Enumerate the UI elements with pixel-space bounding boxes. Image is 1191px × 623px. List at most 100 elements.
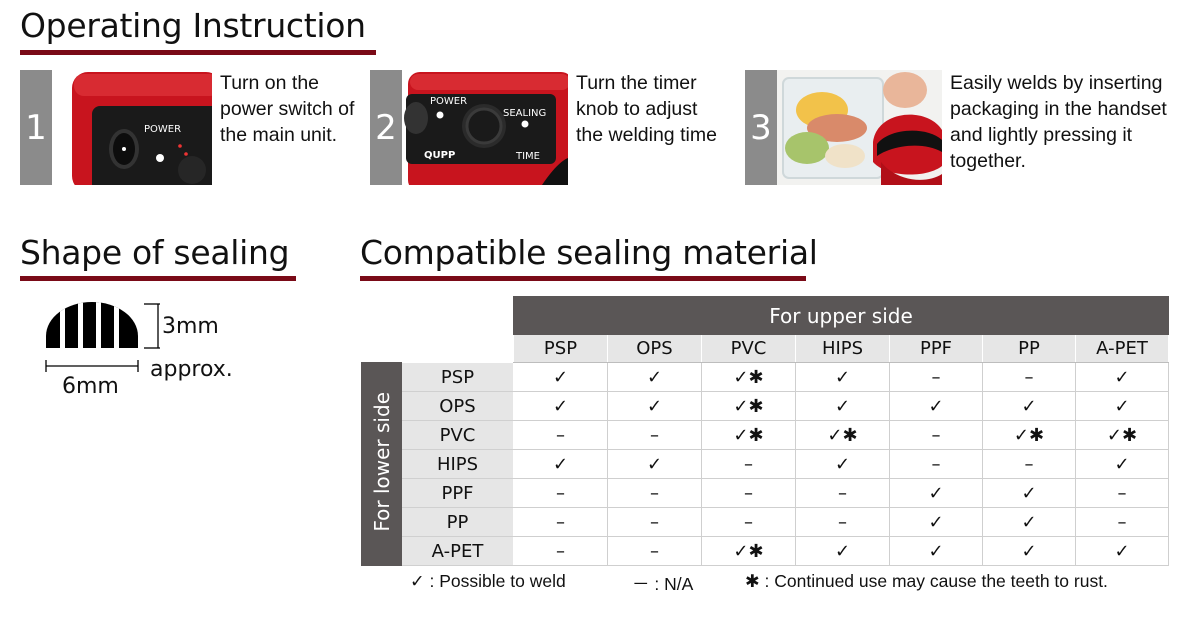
step-2-text: Turn the timer knob to adjust the weldin… xyxy=(576,72,717,146)
compat-cell: – xyxy=(513,478,608,508)
table-row: PP––––✓✓– xyxy=(362,507,1169,537)
compat-cell: ✓ xyxy=(1075,391,1169,421)
step-3-text: Easily welds by inserting packaging in t… xyxy=(950,72,1167,172)
table-row: PPF––––✓✓– xyxy=(362,478,1169,508)
sealing-shape-diagram xyxy=(45,302,160,372)
compat-cell: ✓✱ xyxy=(701,362,796,392)
row-header: A-PET xyxy=(401,536,514,566)
compat-table-wrap: For upper side PSP OPS PVC HIPS PPF PP A… xyxy=(361,296,1169,566)
compat-heading-underline xyxy=(360,276,806,281)
compat-cell: – xyxy=(607,420,702,450)
step-2-photo: POWER SEALING TIME QUPP xyxy=(402,70,568,185)
column-header: OPS xyxy=(607,334,702,363)
compat-cell: – xyxy=(889,420,983,450)
compat-cell: – xyxy=(982,449,1076,479)
handset-packaging-illustration xyxy=(777,70,942,185)
row-header: PVC xyxy=(401,420,514,450)
step-1-photo: POWER xyxy=(52,70,212,185)
svg-text:TIME: TIME xyxy=(515,151,540,162)
compat-cell: ✓ xyxy=(1075,449,1169,479)
compat-cell: – xyxy=(795,507,890,537)
row-header: PSP xyxy=(401,362,514,392)
lower-side-label: For lower side xyxy=(369,392,394,532)
legend-rust: ✱ : Continued use may cause the teeth to… xyxy=(745,571,1108,591)
table-row: PVC––✓✱✓✱–✓✱✓✱ xyxy=(362,420,1169,450)
lower-side-header: For lower side xyxy=(361,362,402,566)
row-header: OPS xyxy=(401,391,514,421)
compat-cell: ✓ xyxy=(607,391,702,421)
legend-na: － : N/A xyxy=(632,574,694,594)
compat-cell: ✓ xyxy=(1075,362,1169,392)
compat-cell: ✓✱ xyxy=(795,420,890,450)
compat-cell: ✓ xyxy=(795,362,890,392)
compat-cell: – xyxy=(1075,507,1169,537)
compat-cell: – xyxy=(513,536,608,566)
compat-cell: – xyxy=(607,478,702,508)
compat-cell: ✓✱ xyxy=(701,420,796,450)
compat-cell: ✓ xyxy=(889,507,983,537)
column-header: HIPS xyxy=(795,334,890,363)
step-2-number: 2 xyxy=(370,70,402,185)
compat-table: For upper side PSP OPS PVC HIPS PPF PP A… xyxy=(361,296,1169,566)
compat-cell: ✓ xyxy=(889,478,983,508)
shape-approx-label: approx. xyxy=(150,357,233,382)
compat-cell: ✓ xyxy=(982,536,1076,566)
compat-cell: – xyxy=(513,420,608,450)
column-header: A-PET xyxy=(1075,334,1169,363)
compat-cell: – xyxy=(889,362,983,392)
table-row: HIPS✓✓–✓––✓ xyxy=(362,449,1169,479)
svg-text:SEALING: SEALING xyxy=(503,108,546,119)
compat-cell: ✓ xyxy=(795,536,890,566)
svg-text:POWER: POWER xyxy=(144,124,181,135)
upper-side-header: For upper side xyxy=(513,296,1169,335)
compat-cell: ✓ xyxy=(982,507,1076,537)
column-header: PSP xyxy=(513,334,608,363)
compat-cell: ✓ xyxy=(1075,536,1169,566)
step-1-number: 1 xyxy=(20,70,52,185)
compat-cell: ✓ xyxy=(982,391,1076,421)
compat-cell: ✓✱ xyxy=(982,420,1076,450)
compat-cell: – xyxy=(982,362,1076,392)
compat-cell: – xyxy=(607,536,702,566)
shape-height-label: 3mm xyxy=(162,314,219,339)
svg-text:POWER: POWER xyxy=(430,96,467,107)
step-1-text: Turn on the power switch of the main uni… xyxy=(220,72,355,146)
compat-cell: – xyxy=(795,478,890,508)
row-header: PP xyxy=(401,507,514,537)
step-3-number: 3 xyxy=(745,70,777,185)
compat-cell: ✓ xyxy=(982,478,1076,508)
column-header: PVC xyxy=(701,334,796,363)
table-row: OPS✓✓✓✱✓✓✓✓ xyxy=(362,391,1169,421)
shape-heading: Shape of sealing xyxy=(20,233,290,272)
operating-heading-underline xyxy=(20,50,376,55)
compat-cell: ✓ xyxy=(513,362,608,392)
row-header: HIPS xyxy=(401,449,514,479)
legend-possible: ✓ : Possible to weld xyxy=(410,571,566,591)
compat-cell: ✓ xyxy=(607,449,702,479)
row-header: PPF xyxy=(401,478,514,508)
step-3-photo xyxy=(777,70,942,185)
compat-cell: ✓ xyxy=(889,536,983,566)
power-switch-illustration: POWER xyxy=(52,70,212,185)
column-header: PPF xyxy=(889,334,983,363)
compat-cell: ✓ xyxy=(795,391,890,421)
compat-cell: ✓ xyxy=(795,449,890,479)
shape-heading-underline xyxy=(20,276,296,281)
timer-knob-illustration: POWER SEALING TIME QUPP xyxy=(402,70,568,185)
compat-cell: – xyxy=(701,449,796,479)
compat-cell: – xyxy=(701,478,796,508)
column-header: PP xyxy=(982,334,1076,363)
operating-heading: Operating Instruction xyxy=(20,6,366,45)
compat-cell: ✓ xyxy=(607,362,702,392)
compat-cell: ✓✱ xyxy=(1075,420,1169,450)
compat-cell: – xyxy=(607,507,702,537)
compat-cell: – xyxy=(701,507,796,537)
compat-cell: – xyxy=(889,449,983,479)
compat-cell: – xyxy=(513,507,608,537)
svg-text:QUPP: QUPP xyxy=(424,150,455,161)
shape-width-label: 6mm xyxy=(62,374,119,399)
compat-heading: Compatible sealing material xyxy=(360,233,818,272)
compat-cell: ✓✱ xyxy=(701,536,796,566)
compat-cell: ✓ xyxy=(513,449,608,479)
